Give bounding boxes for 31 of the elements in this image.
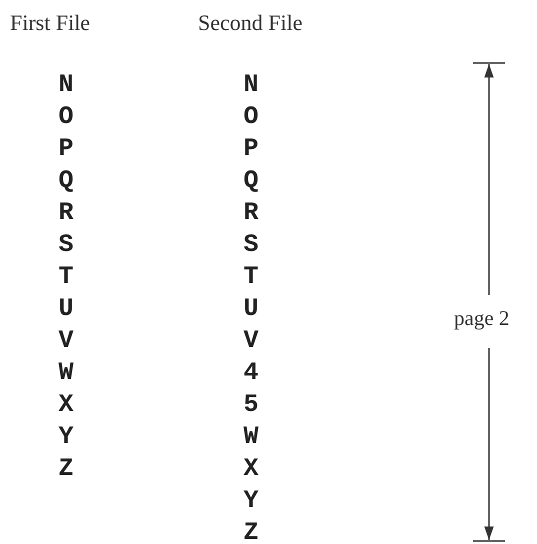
list-entry: V [242, 328, 260, 354]
list-entry: Q [242, 168, 260, 194]
list-entry: O [57, 104, 74, 130]
list-entry: T [242, 264, 260, 290]
list-entry: P [57, 136, 74, 162]
list-entry: P [242, 136, 260, 162]
list-entry: X [57, 392, 74, 418]
list-entry: N [242, 72, 260, 98]
list-entry: 4 [242, 360, 260, 386]
list-entry: X [242, 456, 260, 482]
list-entry: O [242, 104, 260, 130]
list-entry: U [242, 296, 260, 322]
column-heading: Second File [198, 10, 302, 36]
list-entry: R [242, 200, 260, 226]
list-entry: S [57, 232, 74, 258]
list-entry: W [242, 424, 260, 450]
list-entry: Y [57, 424, 74, 450]
list-entry: R [57, 200, 74, 226]
list-entry: V [57, 328, 74, 354]
dimension-label: page 2 [454, 306, 510, 330]
list-entry: Z [57, 456, 74, 482]
list-entry: Y [242, 488, 260, 514]
list-entry: Q [57, 168, 74, 194]
list-entry: N [57, 72, 74, 98]
list-entry: U [57, 296, 74, 322]
list-entry: W [57, 360, 74, 386]
list-entry: Z [242, 520, 260, 544]
column-heading: First File [10, 10, 90, 36]
list-entry: S [242, 232, 260, 258]
list-entry: T [57, 264, 74, 290]
list-entry: 5 [242, 392, 260, 418]
